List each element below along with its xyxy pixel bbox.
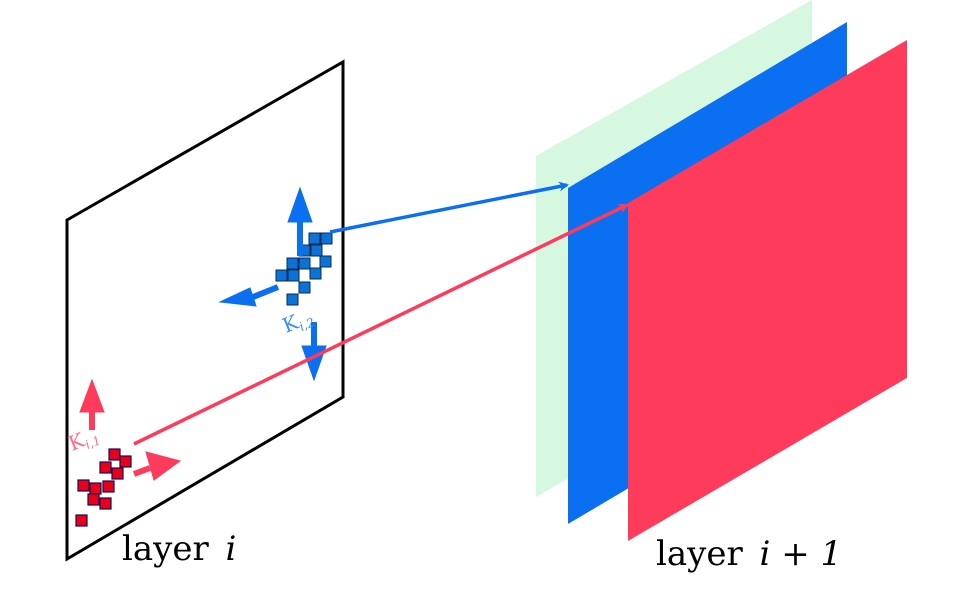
layer-i-plane xyxy=(65,59,345,562)
kernel-blue-move-arrows xyxy=(218,186,327,382)
connection-arrow-blue xyxy=(329,181,569,234)
kernel-red-move-arrows xyxy=(79,378,182,481)
connection-arrow-red xyxy=(133,203,629,446)
kernel-blue xyxy=(275,232,333,306)
kernel-red xyxy=(75,448,132,527)
caption-layer-i-plus-1: layer i + 1 xyxy=(656,534,842,574)
layer-i-plus-1-red-channel xyxy=(628,40,907,541)
caption-layer-i: layer i xyxy=(122,529,236,569)
